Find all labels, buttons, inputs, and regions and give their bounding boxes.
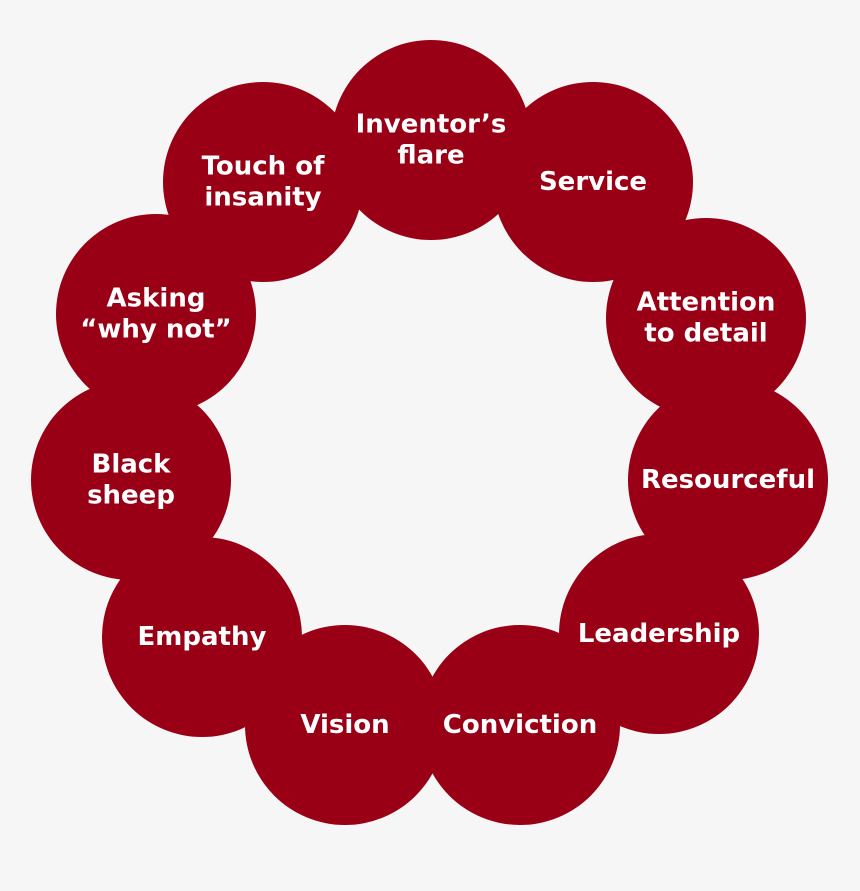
node-label-line: sheep [87, 481, 175, 511]
node-circle-empathy [102, 537, 302, 737]
node-label-line: Leadership [578, 619, 740, 649]
node-label-vision: Vision [300, 710, 389, 740]
node-circle-attention-to-detail [606, 218, 806, 418]
node-label-line: flare [397, 141, 464, 171]
node-circle-conviction [420, 625, 620, 825]
node-label-conviction: Conviction [443, 710, 597, 740]
node-label-line: Service [539, 167, 647, 197]
node-label-service: Service [539, 167, 647, 197]
node-label-line: Attention [637, 288, 776, 318]
node-label-line: Inventor’s [356, 110, 507, 140]
node-label-line: Empathy [138, 622, 267, 652]
node-circle-vision [245, 625, 445, 825]
node-label-leadership: Leadership [578, 619, 740, 649]
node-label-line: Asking [107, 284, 206, 314]
node-label-empathy: Empathy [138, 622, 267, 652]
node-label-line: “why not” [80, 315, 232, 345]
circles-layer [31, 40, 828, 825]
node-label-resourceful: Resourceful [641, 465, 815, 495]
node-circle-black-sheep [31, 380, 231, 580]
node-circle-touch-of-insanity [163, 82, 363, 282]
node-label-line: Resourceful [641, 465, 815, 495]
node-circle-resourceful [628, 380, 828, 580]
node-circle-inventors-flare [331, 40, 531, 240]
node-circle-service [493, 82, 693, 282]
node-label-line: Touch of [202, 152, 325, 182]
node-label-line: Conviction [443, 710, 597, 740]
node-label-line: Vision [300, 710, 389, 740]
node-label-asking-why-not: Asking“why not” [80, 284, 232, 345]
node-label-line: insanity [204, 183, 321, 213]
node-label-line: to detail [644, 319, 767, 349]
node-label-line: Black [92, 450, 172, 480]
